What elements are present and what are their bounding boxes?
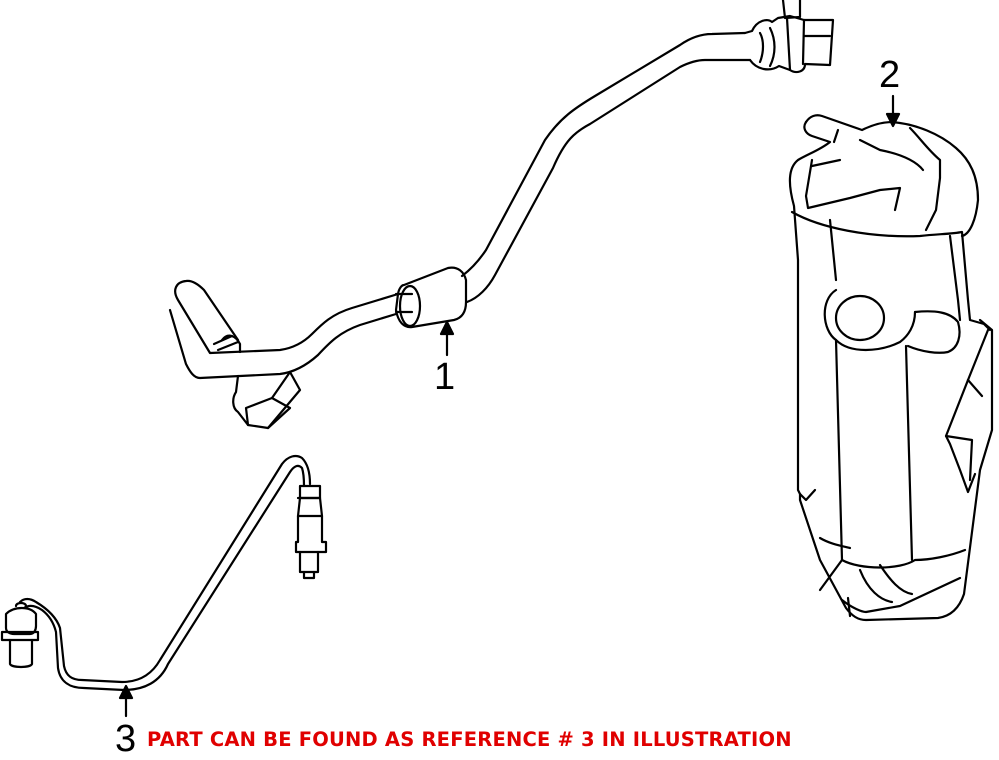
part-3-drawing xyxy=(0,454,328,692)
callout-arrow-1 xyxy=(439,320,455,357)
part-2-drawing xyxy=(788,114,994,622)
callout-label-3: 3 xyxy=(115,718,137,760)
callout-label-1: 1 xyxy=(434,356,456,398)
callout-arrow-3 xyxy=(118,684,134,718)
callout-arrow-2 xyxy=(885,94,901,128)
reference-note: PART CAN BE FOUND AS REFERENCE # 3 IN IL… xyxy=(147,728,792,751)
part-1-drawing xyxy=(168,0,835,430)
callout-label-2: 2 xyxy=(879,54,901,96)
